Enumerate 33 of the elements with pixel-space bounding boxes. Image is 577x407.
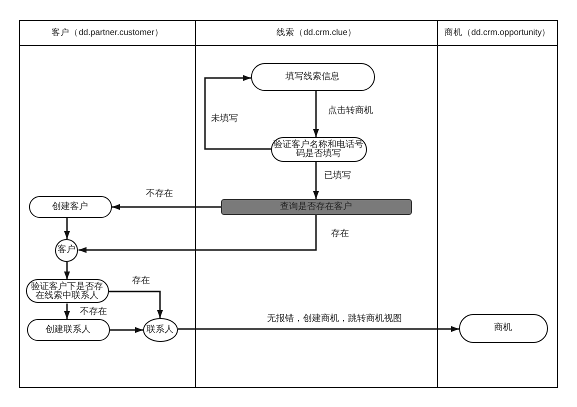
edge-label: 无报错，创建商机，跳转商机视图: [266, 313, 403, 324]
edge-label: 点击转商机: [327, 105, 374, 116]
lane-header: 客户（dd.partner.customer）: [50, 26, 164, 39]
rounded-box: 验证客户名称和电话号码是否填写: [270, 136, 366, 162]
arrow: [204, 75, 271, 150]
rounded-box: 填写线索信息: [250, 62, 374, 90]
edge-label: 未填写: [210, 113, 239, 124]
swimlane: [19, 20, 196, 388]
edge-label: 不存在: [145, 188, 174, 199]
arrow: [110, 327, 143, 333]
arrow: [78, 215, 317, 253]
rounded-box: 验证客户下是否存在线索中联系人: [26, 279, 108, 303]
rounded-box: 创建客户: [28, 196, 112, 218]
process-box: 查询是否存在客户: [220, 198, 412, 214]
arrow: [112, 204, 221, 210]
edge-label: 存在: [131, 275, 151, 286]
swimlane: [437, 20, 558, 388]
arrow: [64, 262, 70, 280]
circle-node: 客户: [55, 238, 78, 262]
arrow: [109, 290, 163, 318]
arrow: [313, 91, 319, 137]
arrow: [64, 304, 70, 319]
arrow: [64, 218, 70, 239]
edge-label: 不存在: [79, 306, 108, 317]
lane-header: 线索（dd.crm.clue）: [276, 26, 358, 38]
lane-header: 商机（dd.crm.opportunity）: [443, 26, 552, 39]
circle-node: 联系人: [142, 318, 178, 342]
rounded-box: 创建联系人: [26, 318, 110, 340]
arrow: [313, 162, 319, 199]
edge-label: 已填写: [323, 170, 352, 181]
arrow: [178, 326, 459, 332]
edge-label: 存在: [330, 228, 350, 239]
rounded-box: 商机: [458, 314, 548, 342]
